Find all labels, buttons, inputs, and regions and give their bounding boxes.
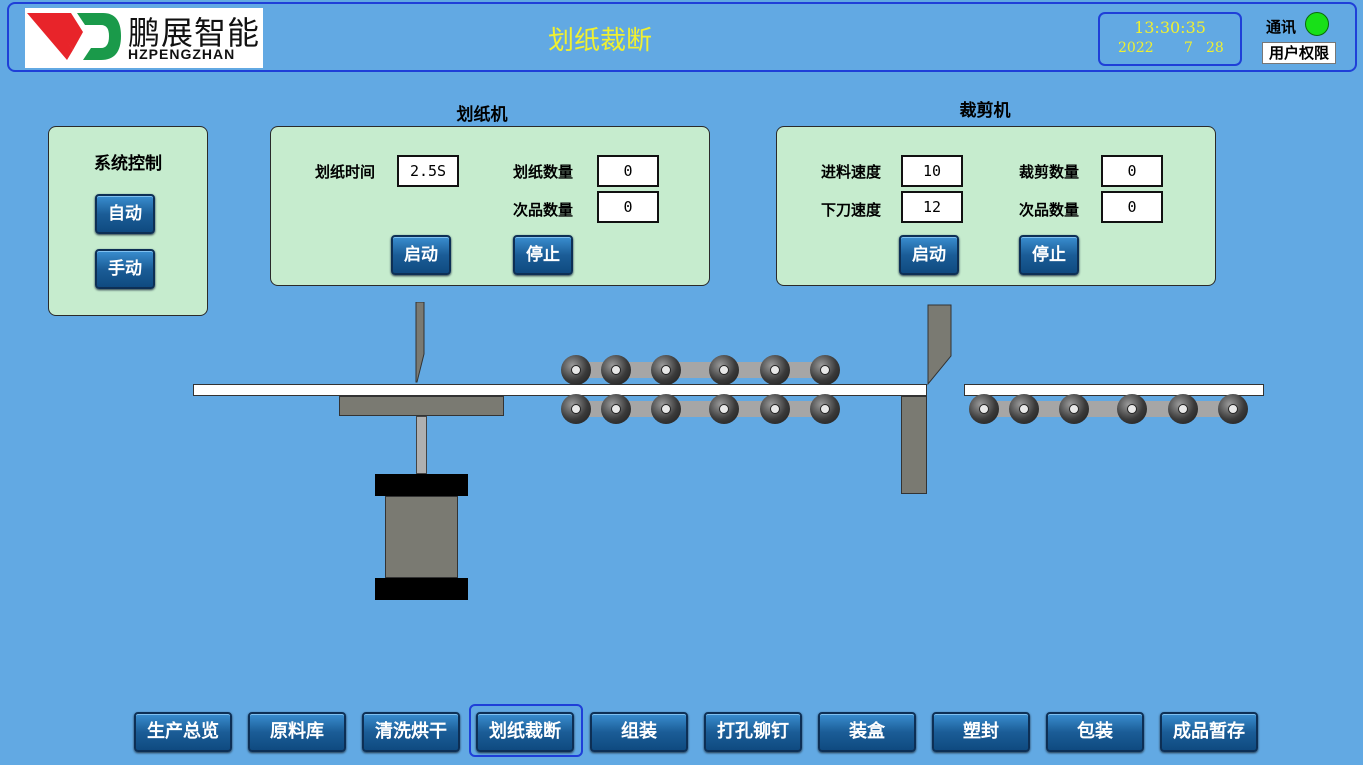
page-title: 划纸裁断 — [547, 26, 652, 56]
nav-raw-material[interactable]: 原料库 — [248, 712, 346, 752]
scoring-machine-panel: 划纸时间 2.5S 划纸数量 0 次品数量 0 启动 停止 — [270, 126, 710, 286]
clock-time: 13:30:35 — [1134, 18, 1206, 37]
roller-icon — [760, 394, 790, 424]
system-control-panel: 系统控制 自动 手动 — [48, 126, 208, 316]
cylinder-bottom-cap — [375, 578, 468, 600]
feed-speed-label: 进料速度 — [821, 163, 882, 181]
roller-icon — [651, 355, 681, 385]
scoring-stop-button[interactable]: 停止 — [513, 235, 573, 275]
scoring-time-label: 划纸时间 — [315, 163, 376, 181]
feed-speed-field[interactable]: 10 — [901, 155, 963, 187]
roller-icon — [709, 355, 739, 385]
scoring-anvil — [339, 396, 504, 416]
roller-icon — [1168, 394, 1198, 424]
cutting-stop-button[interactable]: 停止 — [1019, 235, 1079, 275]
roller-icon — [1059, 394, 1089, 424]
roller-icon — [810, 394, 840, 424]
nav-packaging[interactable]: 包装 — [1046, 712, 1144, 752]
cutting-blade-lower — [901, 396, 927, 494]
cut-count-label: 裁剪数量 — [1019, 163, 1080, 181]
roller-icon — [651, 394, 681, 424]
roller-icon — [561, 394, 591, 424]
scoring-count-label: 划纸数量 — [513, 163, 574, 181]
cutting-blade-upper-icon — [927, 304, 952, 386]
brand-logo-icon — [27, 13, 121, 60]
roller-icon — [1218, 394, 1248, 424]
clock-day: 28 — [1206, 40, 1224, 56]
roller-icon — [1117, 394, 1147, 424]
upper-conveyor-belt — [575, 362, 827, 378]
cut-count-field: 0 — [1101, 155, 1163, 187]
roller-icon — [601, 394, 631, 424]
cylinder-rod — [416, 416, 427, 474]
system-control-title: 系统控制 — [94, 154, 162, 174]
nav-active-indicator — [469, 704, 583, 757]
nav-wash-dry[interactable]: 清洗烘干 — [362, 712, 460, 752]
roller-icon — [709, 394, 739, 424]
cylinder-body — [385, 496, 458, 578]
output-conveyor-belt — [984, 401, 1234, 417]
cutting-machine-title: 裁剪机 — [959, 101, 1011, 121]
header-bar — [7, 2, 1357, 72]
roller-icon — [760, 355, 790, 385]
comm-label: 通讯 — [1266, 18, 1297, 36]
blade-speed-label: 下刀速度 — [821, 201, 882, 219]
clock-month: 7 — [1184, 40, 1193, 56]
nav-boxing[interactable]: 装盒 — [818, 712, 916, 752]
brand-logo — [25, 8, 263, 68]
cut-paper-sheet — [964, 384, 1264, 396]
scoring-start-button[interactable]: 启动 — [391, 235, 451, 275]
nav-assembly[interactable]: 组装 — [590, 712, 688, 752]
cutting-machine-panel: 进料速度 10 下刀速度 12 裁剪数量 0 次品数量 0 启动 停止 — [776, 126, 1216, 286]
nav-shrink-wrap[interactable]: 塑封 — [932, 712, 1030, 752]
auto-mode-button[interactable]: 自动 — [95, 194, 155, 234]
brand-name-en: HZPENGZHAN — [128, 46, 236, 62]
roller-icon — [561, 355, 591, 385]
lower-conveyor-belt — [575, 401, 827, 417]
scoring-defect-label: 次品数量 — [513, 201, 574, 219]
roller-icon — [601, 355, 631, 385]
scoring-machine-title: 划纸机 — [456, 105, 508, 125]
clock-panel: 13:30:35 2022 7 28 — [1098, 12, 1242, 66]
user-permission-button[interactable]: 用户权限 — [1262, 42, 1336, 64]
cutting-start-button[interactable]: 启动 — [899, 235, 959, 275]
scoring-count-field: 0 — [597, 155, 659, 187]
comm-status-indicator — [1305, 12, 1329, 36]
blade-speed-field[interactable]: 12 — [901, 191, 963, 223]
scoring-time-field[interactable]: 2.5S — [397, 155, 459, 187]
clock-year: 2022 — [1118, 40, 1154, 56]
roller-icon — [810, 355, 840, 385]
cut-defect-field: 0 — [1101, 191, 1163, 223]
cut-defect-label: 次品数量 — [1019, 201, 1080, 219]
paper-sheet — [193, 384, 927, 396]
roller-icon — [1009, 394, 1039, 424]
brand-name-cn: 鹏展智能 — [128, 14, 261, 52]
cylinder-top-cap — [375, 474, 468, 496]
scoring-defect-field: 0 — [597, 191, 659, 223]
nav-production-overview[interactable]: 生产总览 — [134, 712, 232, 752]
roller-icon — [969, 394, 999, 424]
nav-score-cut[interactable]: 划纸裁断 — [476, 712, 574, 752]
manual-mode-button[interactable]: 手动 — [95, 249, 155, 289]
scoring-knife-icon — [415, 302, 425, 383]
nav-finished-storage[interactable]: 成品暂存 — [1160, 712, 1258, 752]
nav-punch-rivet[interactable]: 打孔铆钉 — [704, 712, 802, 752]
